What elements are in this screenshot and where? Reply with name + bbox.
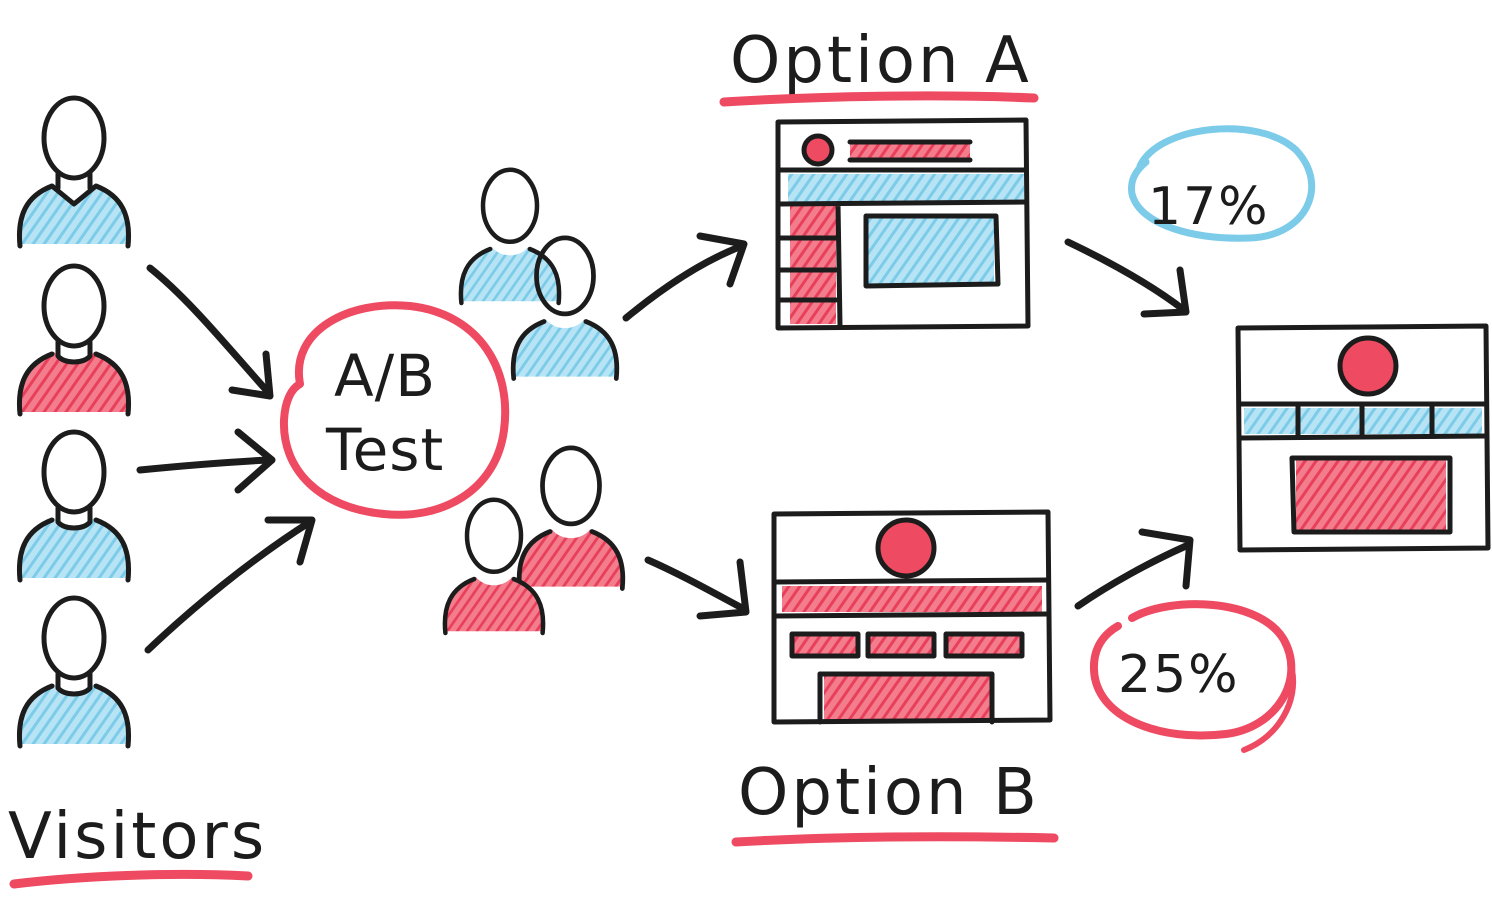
arrow-icon <box>136 428 276 494</box>
option-a-underline <box>719 91 1039 107</box>
option-b-underline <box>731 832 1059 847</box>
arrows-into-test <box>136 264 316 654</box>
visitor-3 <box>16 429 132 583</box>
group-a-people <box>458 167 620 381</box>
ab-test-label-line2: Test <box>325 416 444 484</box>
visitors-label: Visitors <box>8 800 267 874</box>
arrows-to-options <box>622 232 750 620</box>
ab-test-node: A/B Test <box>279 301 510 519</box>
arrow-icon <box>146 264 274 400</box>
option-b-label: Option B <box>738 756 1040 830</box>
visitor-4 <box>16 595 132 749</box>
group-b-people <box>442 445 626 636</box>
winner-page <box>1235 323 1491 553</box>
arrow-icon <box>644 556 750 620</box>
visitors-group <box>16 95 132 749</box>
visitor-1 <box>16 95 132 249</box>
arrows-to-winner <box>1064 238 1194 610</box>
result-b-percent: 25% <box>1118 645 1240 705</box>
option-a-page <box>775 117 1031 331</box>
visitors-underline <box>9 869 253 889</box>
arrow-icon <box>1074 528 1194 610</box>
ab-test-label-line1: A/B <box>334 342 436 410</box>
arrow-icon <box>1064 238 1190 318</box>
arrow-icon <box>622 232 748 322</box>
visitor-2 <box>16 263 132 417</box>
result-b-badge: 25% <box>1089 600 1297 753</box>
option-a-label: Option A <box>730 24 1032 98</box>
arrow-icon <box>144 516 316 654</box>
result-a-badge: 17% <box>1128 125 1316 242</box>
result-a-percent: 17% <box>1148 177 1270 237</box>
option-b-page <box>771 509 1053 725</box>
